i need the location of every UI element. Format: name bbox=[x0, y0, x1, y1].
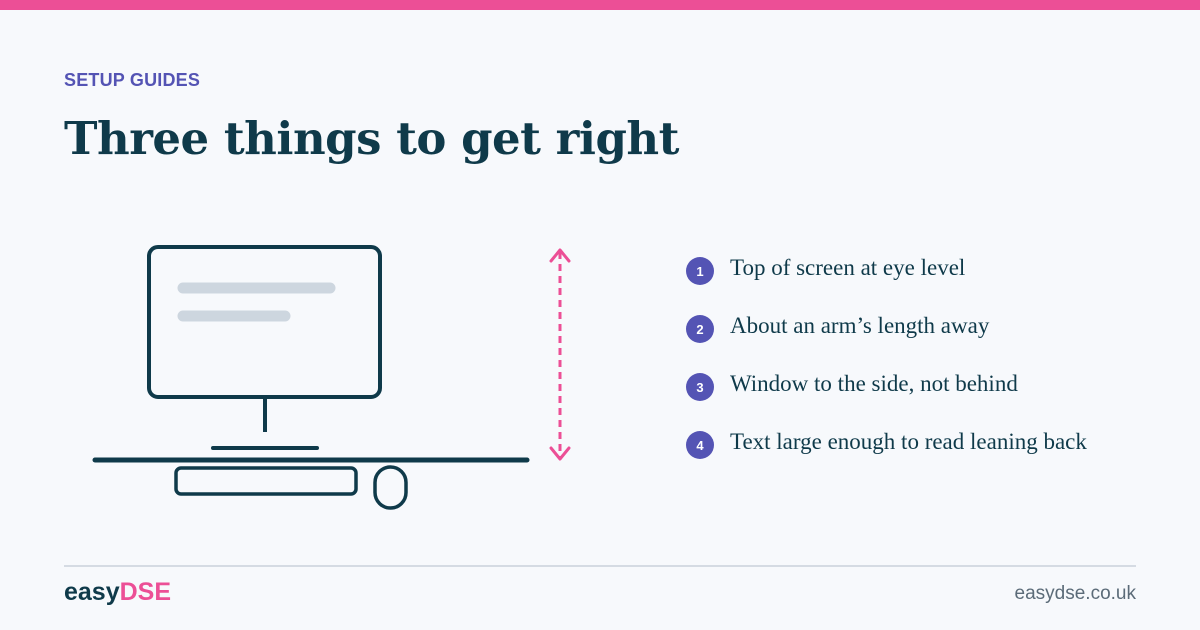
step-text: Text large enough to read leaning back bbox=[730, 429, 1087, 454]
brand-logo[interactable]: easyDSE bbox=[64, 578, 171, 607]
keyboard-icon bbox=[174, 466, 358, 496]
step-text: Top of screen at eye level bbox=[730, 255, 966, 280]
mouse-icon bbox=[373, 465, 408, 510]
step-item: 4 Text large enough to read leaning back bbox=[686, 428, 1116, 459]
steps-list: 1 Top of screen at eye level 2 About an … bbox=[686, 254, 1116, 486]
step-number-badge: 2 bbox=[686, 315, 714, 343]
top-accent-bar bbox=[0, 0, 1200, 10]
step-number-badge: 3 bbox=[686, 373, 714, 401]
step-item: 1 Top of screen at eye level bbox=[686, 254, 1116, 285]
site-url-link[interactable]: easydse.co.uk bbox=[1014, 583, 1136, 604]
monitor-icon bbox=[147, 245, 382, 450]
step-number-badge: 1 bbox=[686, 257, 714, 285]
page-title: Three things to get right bbox=[64, 112, 679, 165]
step-item: 2 About an arm’s length away bbox=[686, 312, 1116, 343]
step-number-badge: 4 bbox=[686, 431, 714, 459]
logo-text-dse: DSE bbox=[119, 578, 172, 606]
step-text: Window to the side, not behind bbox=[730, 371, 1018, 396]
logo-text-easy: easy bbox=[64, 578, 120, 606]
footer-divider bbox=[64, 565, 1136, 567]
step-text: About an arm’s length away bbox=[730, 313, 990, 338]
step-item: 3 Window to the side, not behind bbox=[686, 370, 1116, 401]
eyebrow-label: SETUP GUIDES bbox=[64, 70, 201, 90]
height-arrow-icon bbox=[549, 248, 571, 461]
